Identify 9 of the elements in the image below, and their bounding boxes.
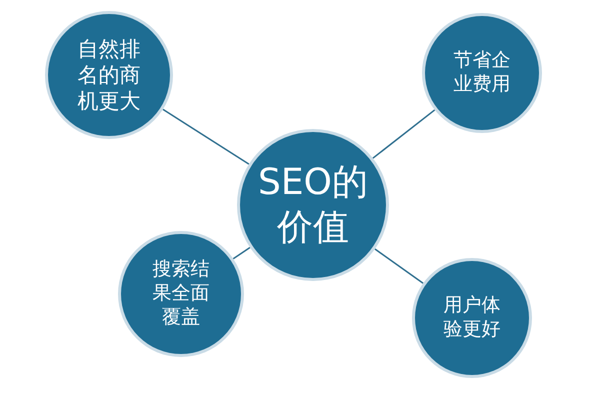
connector-line [162, 108, 250, 165]
topic-label: 节省企业费用 [452, 49, 512, 97]
topic-label: 自然排名的商机更大 [76, 36, 142, 114]
connector-line [232, 246, 250, 260]
topic-label: SEO的价值 [258, 161, 368, 250]
connector-line [372, 109, 436, 159]
topic-label: 搜索结果全面覆盖 [152, 258, 210, 330]
topic-label: 用户体验更好 [442, 294, 502, 342]
connector-line [374, 248, 424, 284]
